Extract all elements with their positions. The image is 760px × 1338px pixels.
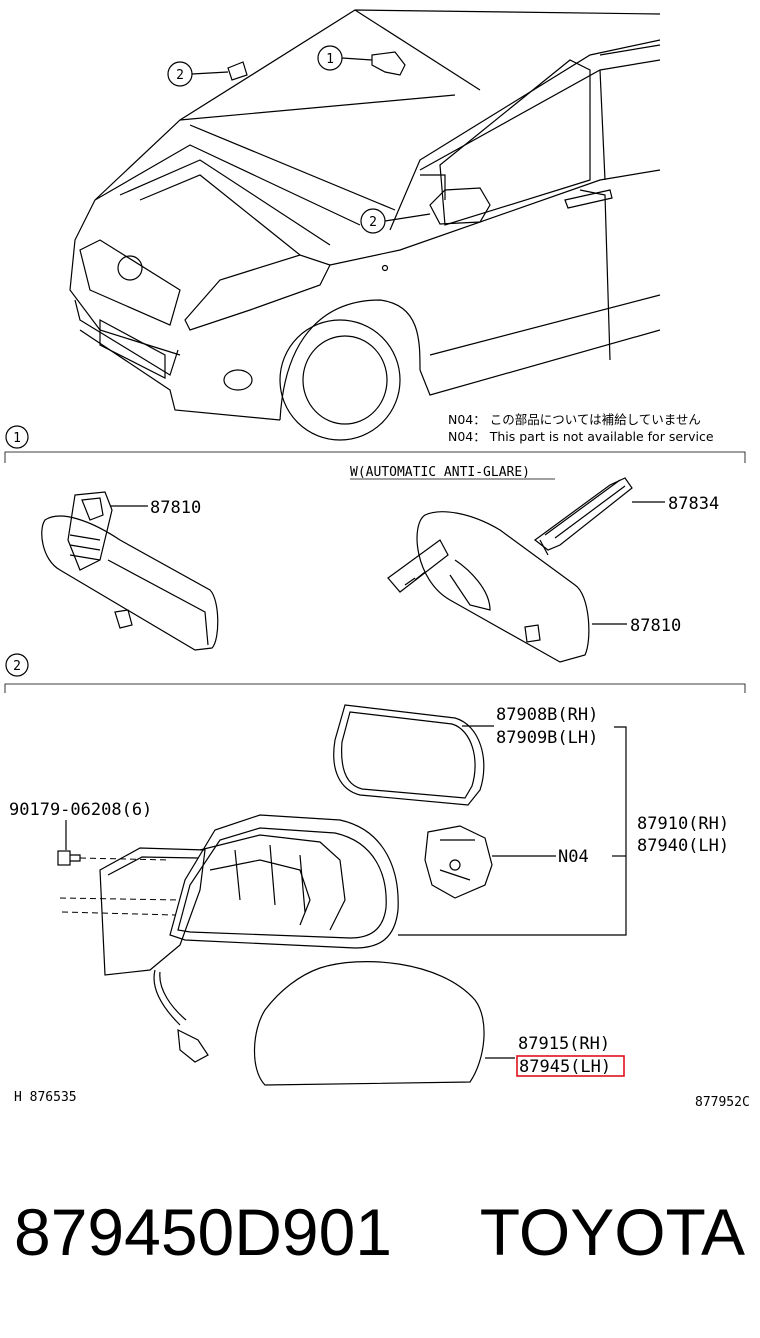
bolt bbox=[57, 850, 81, 866]
callout-label: 2 bbox=[176, 68, 184, 83]
caption-brand: TOYOTA bbox=[480, 1195, 745, 1269]
section-2-callout: 2 bbox=[13, 659, 21, 674]
caption-part-number: 879450D901 bbox=[14, 1195, 392, 1269]
bolt-guide-lines bbox=[59, 857, 181, 916]
footer-right-code: 877952C bbox=[695, 1095, 750, 1110]
callout-car-1: 1 bbox=[317, 45, 373, 71]
mirror-cover-gasket bbox=[333, 704, 485, 806]
callout-car-2a: 2 bbox=[167, 61, 229, 87]
callout-label: 1 bbox=[326, 52, 334, 67]
part-bolt: 90179-06208(6) bbox=[9, 800, 152, 820]
car-illustration bbox=[69, 9, 661, 441]
assembly-bracket-lines bbox=[398, 725, 627, 936]
rearview-mirror-auto bbox=[387, 511, 590, 663]
part-gasket-lh: 87909B(LH) bbox=[496, 728, 598, 748]
part-assy-lh: 87940(LH) bbox=[637, 836, 729, 856]
callout-car-2b: 2 bbox=[360, 208, 431, 234]
section-1-header: 1 bbox=[4, 425, 746, 463]
callout-label: 2 bbox=[369, 215, 377, 230]
mirror-glass bbox=[253, 961, 485, 1086]
footer-left-code: H 876535 bbox=[14, 1090, 77, 1105]
mirror-motor bbox=[424, 825, 493, 899]
part-87834: 87834 bbox=[668, 494, 719, 514]
mirror-base bbox=[99, 847, 209, 1063]
highlight-box bbox=[516, 1055, 625, 1077]
section-2-header: 2 bbox=[4, 653, 746, 693]
rearview-mirror-standard bbox=[41, 491, 219, 651]
outer-mirror-housing bbox=[169, 814, 399, 949]
bracket-87834 bbox=[534, 477, 633, 556]
part-87810-right: 87810 bbox=[630, 616, 681, 636]
part-mirror-lh: 87945(LH) bbox=[519, 1057, 611, 1077]
variant-label: W(AUTOMATIC ANTI-GLARE) bbox=[350, 465, 530, 480]
motor-note: N04 bbox=[558, 847, 589, 867]
part-mirror-rh: 87915(RH) bbox=[518, 1034, 610, 1054]
section-1-callout: 1 bbox=[13, 431, 21, 446]
note-en: N04： This part is not available for serv… bbox=[448, 429, 714, 444]
part-assy-rh: 87910(RH) bbox=[637, 814, 729, 834]
note-jp: N04： この部品については補給していません bbox=[448, 412, 701, 427]
part-87810-left: 87810 bbox=[150, 498, 201, 518]
part-gasket-rh: 87908B(RH) bbox=[496, 705, 598, 725]
